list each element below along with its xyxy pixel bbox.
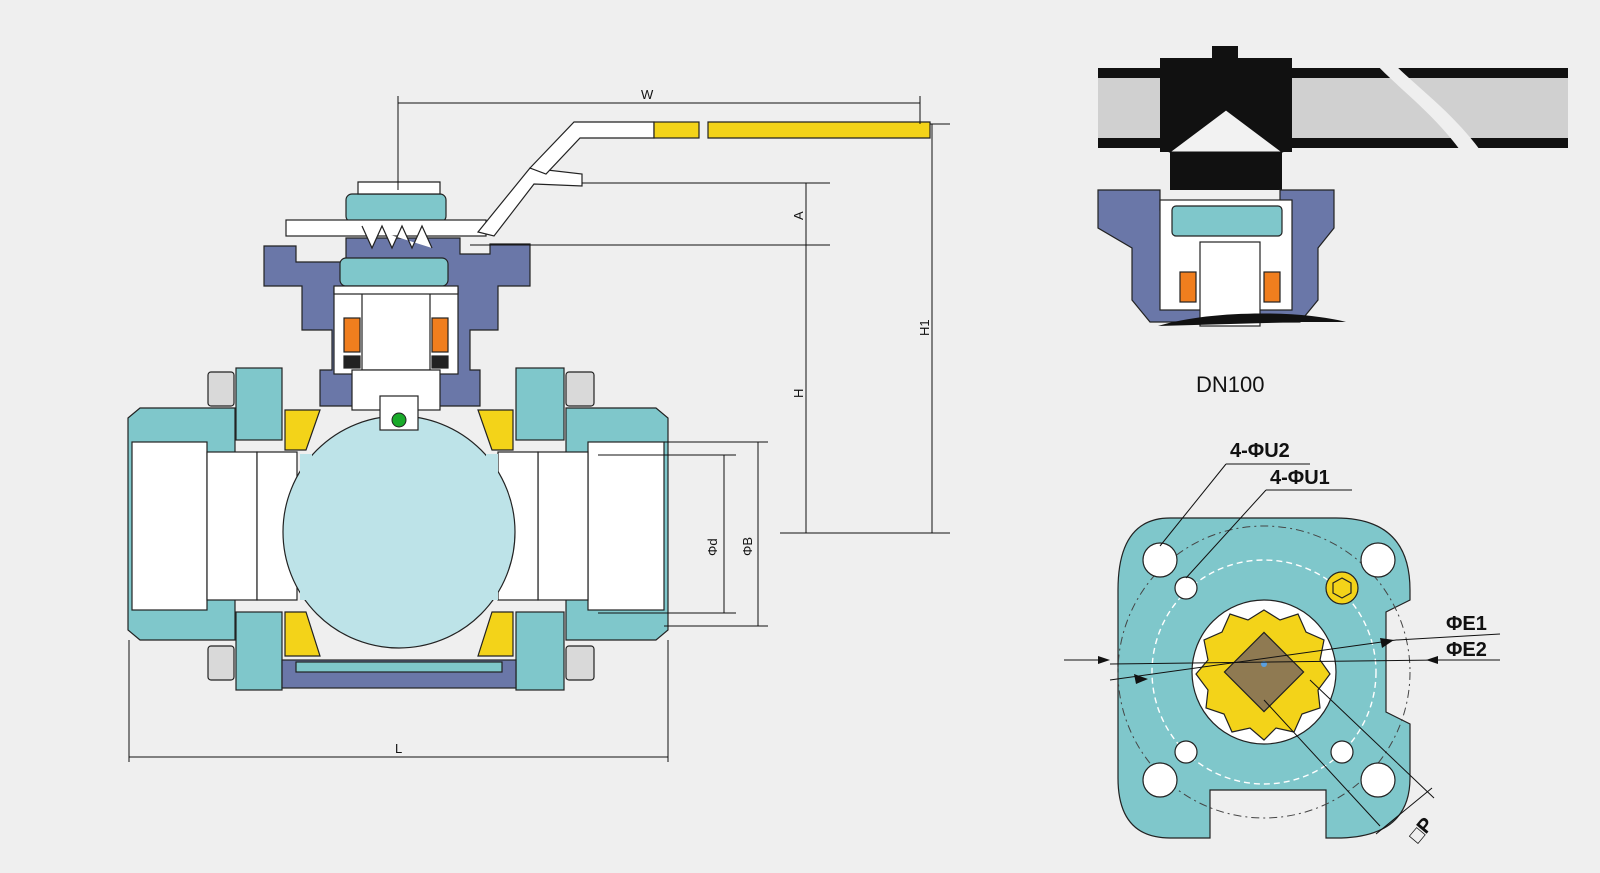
right-flange [515, 367, 565, 441]
gland-left [343, 355, 361, 369]
left-bore [131, 441, 208, 611]
mounting-flange-view: 4-ΦU2 4-ΦU1 ΦE1 ΦE2 □P [1064, 440, 1501, 848]
dim-label-h1: H1 [917, 319, 932, 336]
ball-bore-left [300, 454, 312, 600]
stem-thread [357, 181, 441, 250]
dn100-packing-right [1263, 271, 1281, 303]
square-drive [1223, 631, 1305, 713]
dn100-packing-left [1179, 271, 1197, 303]
dim-label-a: A [791, 211, 806, 220]
dim-label-phi-b: ΦB [740, 537, 755, 556]
right-bore-step [537, 451, 589, 601]
hole-u2 [1360, 542, 1396, 578]
dn100-detail: DN100 [1097, 46, 1568, 397]
handle-neck [476, 167, 583, 237]
right-flange-bottom [515, 611, 565, 691]
bolt-nut [207, 645, 235, 681]
ball-bore-right [486, 454, 498, 600]
ball [282, 415, 516, 649]
dim-label-l: L [395, 741, 402, 756]
label-e2: ΦE2 [1446, 639, 1487, 661]
dn100-nut [1171, 205, 1283, 237]
position-marker [391, 412, 407, 428]
left-bore-step [206, 451, 258, 601]
dn100-stem-block [1170, 152, 1282, 190]
handle-arm [528, 121, 655, 175]
packing-right [431, 317, 449, 353]
dn100-label: DN100 [1196, 372, 1264, 397]
left-seat [284, 409, 321, 451]
right-bore [587, 441, 665, 611]
hole-u2 [1360, 762, 1396, 798]
left-seat-bottom [284, 611, 321, 657]
dn100-cap [1212, 46, 1238, 58]
dimension-lines: W A H H1 Φd ΦB L [128, 87, 950, 762]
packing-left [343, 317, 361, 353]
hex-socket-hole [1332, 577, 1352, 599]
label-p: □P [1405, 814, 1438, 848]
label-4-u1: 4-ΦU1 [1270, 467, 1330, 489]
handle-bar-break [1372, 60, 1480, 150]
bolt-nut [207, 371, 235, 407]
hole-u2 [1142, 762, 1178, 798]
body-bottom-inner [295, 661, 503, 673]
left-flange [235, 367, 283, 441]
label-e1: ΦE1 [1446, 613, 1487, 635]
hole-u1 [1330, 740, 1354, 764]
dim-label-h: H [791, 389, 806, 398]
dn100-stem [1199, 241, 1261, 327]
stem-nut-upper [345, 193, 447, 223]
handle-grip-break [707, 121, 931, 139]
stem-washer [333, 285, 459, 295]
bolt-nut [565, 645, 595, 681]
bolt-circle-outer [1117, 525, 1411, 819]
stem-nut-lower [339, 257, 449, 287]
dim-label-w: W [641, 87, 654, 102]
left-flange-bottom [235, 611, 283, 691]
right-seat [477, 409, 514, 451]
dim-label-phi-d: Φd [705, 538, 720, 556]
label-4-u2: 4-ΦU2 [1230, 440, 1290, 462]
dn100-ball-edge [1158, 313, 1346, 326]
gland-right [431, 355, 449, 369]
valve-section-view [127, 121, 931, 691]
handle-grip [653, 121, 700, 139]
right-seat-bottom [477, 611, 514, 657]
hole-u1 [1174, 576, 1198, 600]
bolt-circle-inner [1151, 559, 1377, 785]
bolt-nut [565, 371, 595, 407]
hole-u1 [1174, 740, 1198, 764]
hole-u2 [1142, 542, 1178, 578]
